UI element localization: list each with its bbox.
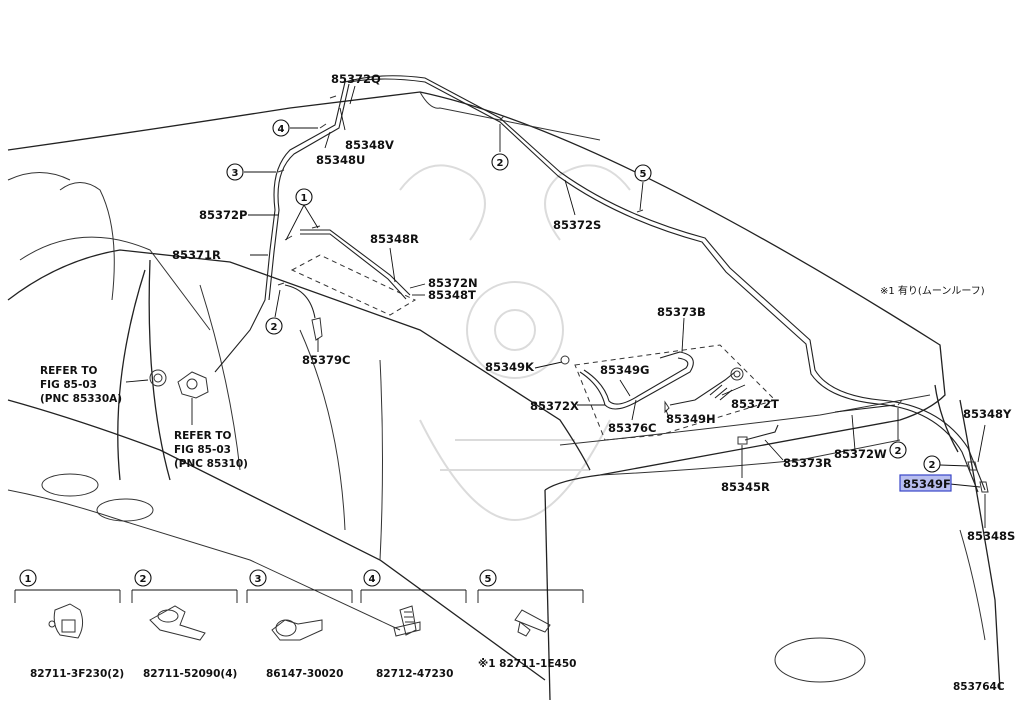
refer-note-center: REFER TO FIG 85-03 (PNC 85310) bbox=[174, 430, 248, 470]
highlight-box bbox=[899, 474, 952, 492]
callout-85348R[interactable]: 85348R bbox=[370, 232, 419, 246]
refer-note-left: REFER TO FIG 85-03 (PNC 85330A) bbox=[40, 365, 122, 405]
svg-text:4: 4 bbox=[278, 124, 285, 135]
callout-85348Y[interactable]: 85348Y bbox=[963, 407, 1012, 421]
callout-85371R[interactable]: 85371R bbox=[172, 248, 221, 262]
svg-text:2: 2 bbox=[895, 446, 902, 457]
svg-text:2: 2 bbox=[271, 322, 278, 333]
legend-part-3[interactable]: 86147-30020 bbox=[266, 668, 343, 680]
moonroof-outline bbox=[290, 254, 776, 441]
svg-text:1: 1 bbox=[301, 193, 308, 204]
refer-line-2[interactable]: FIG 85-03 bbox=[40, 379, 97, 391]
legend-part-4[interactable]: 82712-47230 bbox=[376, 668, 453, 680]
callout-85372W[interactable]: 85372W bbox=[834, 447, 887, 461]
moonroof-note: ※1 有り(ムーンルーフ) bbox=[880, 284, 985, 297]
callout-85349F-highlighted[interactable]: 85349F bbox=[903, 477, 951, 491]
svg-text:5: 5 bbox=[640, 169, 647, 180]
marker-2: 2 bbox=[491, 153, 509, 171]
callout-85373R[interactable]: 85373R bbox=[783, 456, 832, 470]
marker-2: 2 bbox=[265, 317, 283, 335]
svg-text:5: 5 bbox=[485, 574, 492, 585]
legend-item-5: 5 ※1 82711-1E450 bbox=[478, 569, 576, 670]
svg-text:2: 2 bbox=[929, 460, 936, 471]
watermark-emblem bbox=[399, 164, 631, 522]
marker-2: 2 bbox=[923, 455, 941, 473]
callout-85348T[interactable]: 85348T bbox=[428, 288, 476, 302]
callout-85349G[interactable]: 85349G bbox=[600, 363, 649, 377]
callout-85372Q[interactable]: 85372Q bbox=[331, 72, 381, 86]
callout-85345R[interactable]: 85345R bbox=[721, 480, 770, 494]
svg-text:2: 2 bbox=[140, 574, 147, 585]
callout-85372X[interactable]: 85372X bbox=[530, 399, 579, 413]
marker-4: 4 bbox=[272, 119, 290, 137]
refer-line-3: (PNC 85310) bbox=[174, 458, 248, 470]
legend-part-5[interactable]: ※1 82711-1E450 bbox=[478, 658, 576, 670]
svg-text:3: 3 bbox=[232, 168, 239, 179]
legend-item-4: 4 82712-47230 bbox=[363, 569, 453, 680]
clip-legend: 1 82711-3F230(2) 2 82711-52090(4) 3 8614… bbox=[14, 569, 584, 680]
callout-85372T[interactable]: 85372T bbox=[731, 397, 779, 411]
marker-5: 5 bbox=[634, 164, 652, 182]
circled-markers: 4 3 1 2 2 5 2 2 bbox=[226, 119, 941, 473]
svg-text:3: 3 bbox=[255, 574, 262, 585]
legend-item-2: 2 82711-52090(4) bbox=[134, 569, 237, 680]
callout-85349H[interactable]: 85349H bbox=[666, 412, 716, 426]
vehicle-body-outline bbox=[7, 91, 1001, 701]
callout-85348U[interactable]: 85348U bbox=[316, 153, 365, 167]
callout-85348V[interactable]: 85348V bbox=[345, 138, 394, 152]
refer-line-3: (PNC 85330A) bbox=[40, 393, 122, 405]
drain-hoses bbox=[214, 75, 986, 493]
legend-item-1: 1 82711-3F230(2) bbox=[19, 569, 124, 680]
legend-part-2[interactable]: 82711-52090(4) bbox=[143, 668, 237, 680]
callout-85349K[interactable]: 85349K bbox=[485, 360, 535, 374]
callout-85379C[interactable]: 85379C bbox=[302, 353, 350, 367]
callout-85376C[interactable]: 85376C bbox=[608, 421, 656, 435]
svg-text:1: 1 bbox=[25, 574, 32, 585]
leader-lines bbox=[125, 85, 986, 528]
refer-line-2[interactable]: FIG 85-03 bbox=[174, 444, 231, 456]
figure-code: 853764C bbox=[953, 681, 1005, 693]
part-callouts: 85372Q 85348V 85348U 85372P 85371R 85348… bbox=[172, 72, 1015, 543]
callout-85373B[interactable]: 85373B bbox=[657, 305, 706, 319]
callout-85372N[interactable]: 85372N bbox=[428, 276, 478, 290]
fittings bbox=[149, 95, 989, 493]
marker-1: 1 bbox=[295, 188, 313, 206]
refer-line-1: REFER TO bbox=[174, 430, 232, 442]
marker-3: 3 bbox=[226, 163, 244, 181]
marker-2: 2 bbox=[889, 441, 907, 459]
svg-text:2: 2 bbox=[497, 158, 504, 169]
callout-85372S[interactable]: 85372S bbox=[553, 218, 601, 232]
legend-part-1[interactable]: 82711-3F230(2) bbox=[30, 668, 124, 680]
callout-85348S[interactable]: 85348S bbox=[967, 529, 1015, 543]
svg-text:4: 4 bbox=[369, 574, 376, 585]
legend-item-3: 3 86147-30020 bbox=[249, 569, 343, 680]
callout-85372P[interactable]: 85372P bbox=[199, 208, 247, 222]
refer-line-1: REFER TO bbox=[40, 365, 98, 377]
